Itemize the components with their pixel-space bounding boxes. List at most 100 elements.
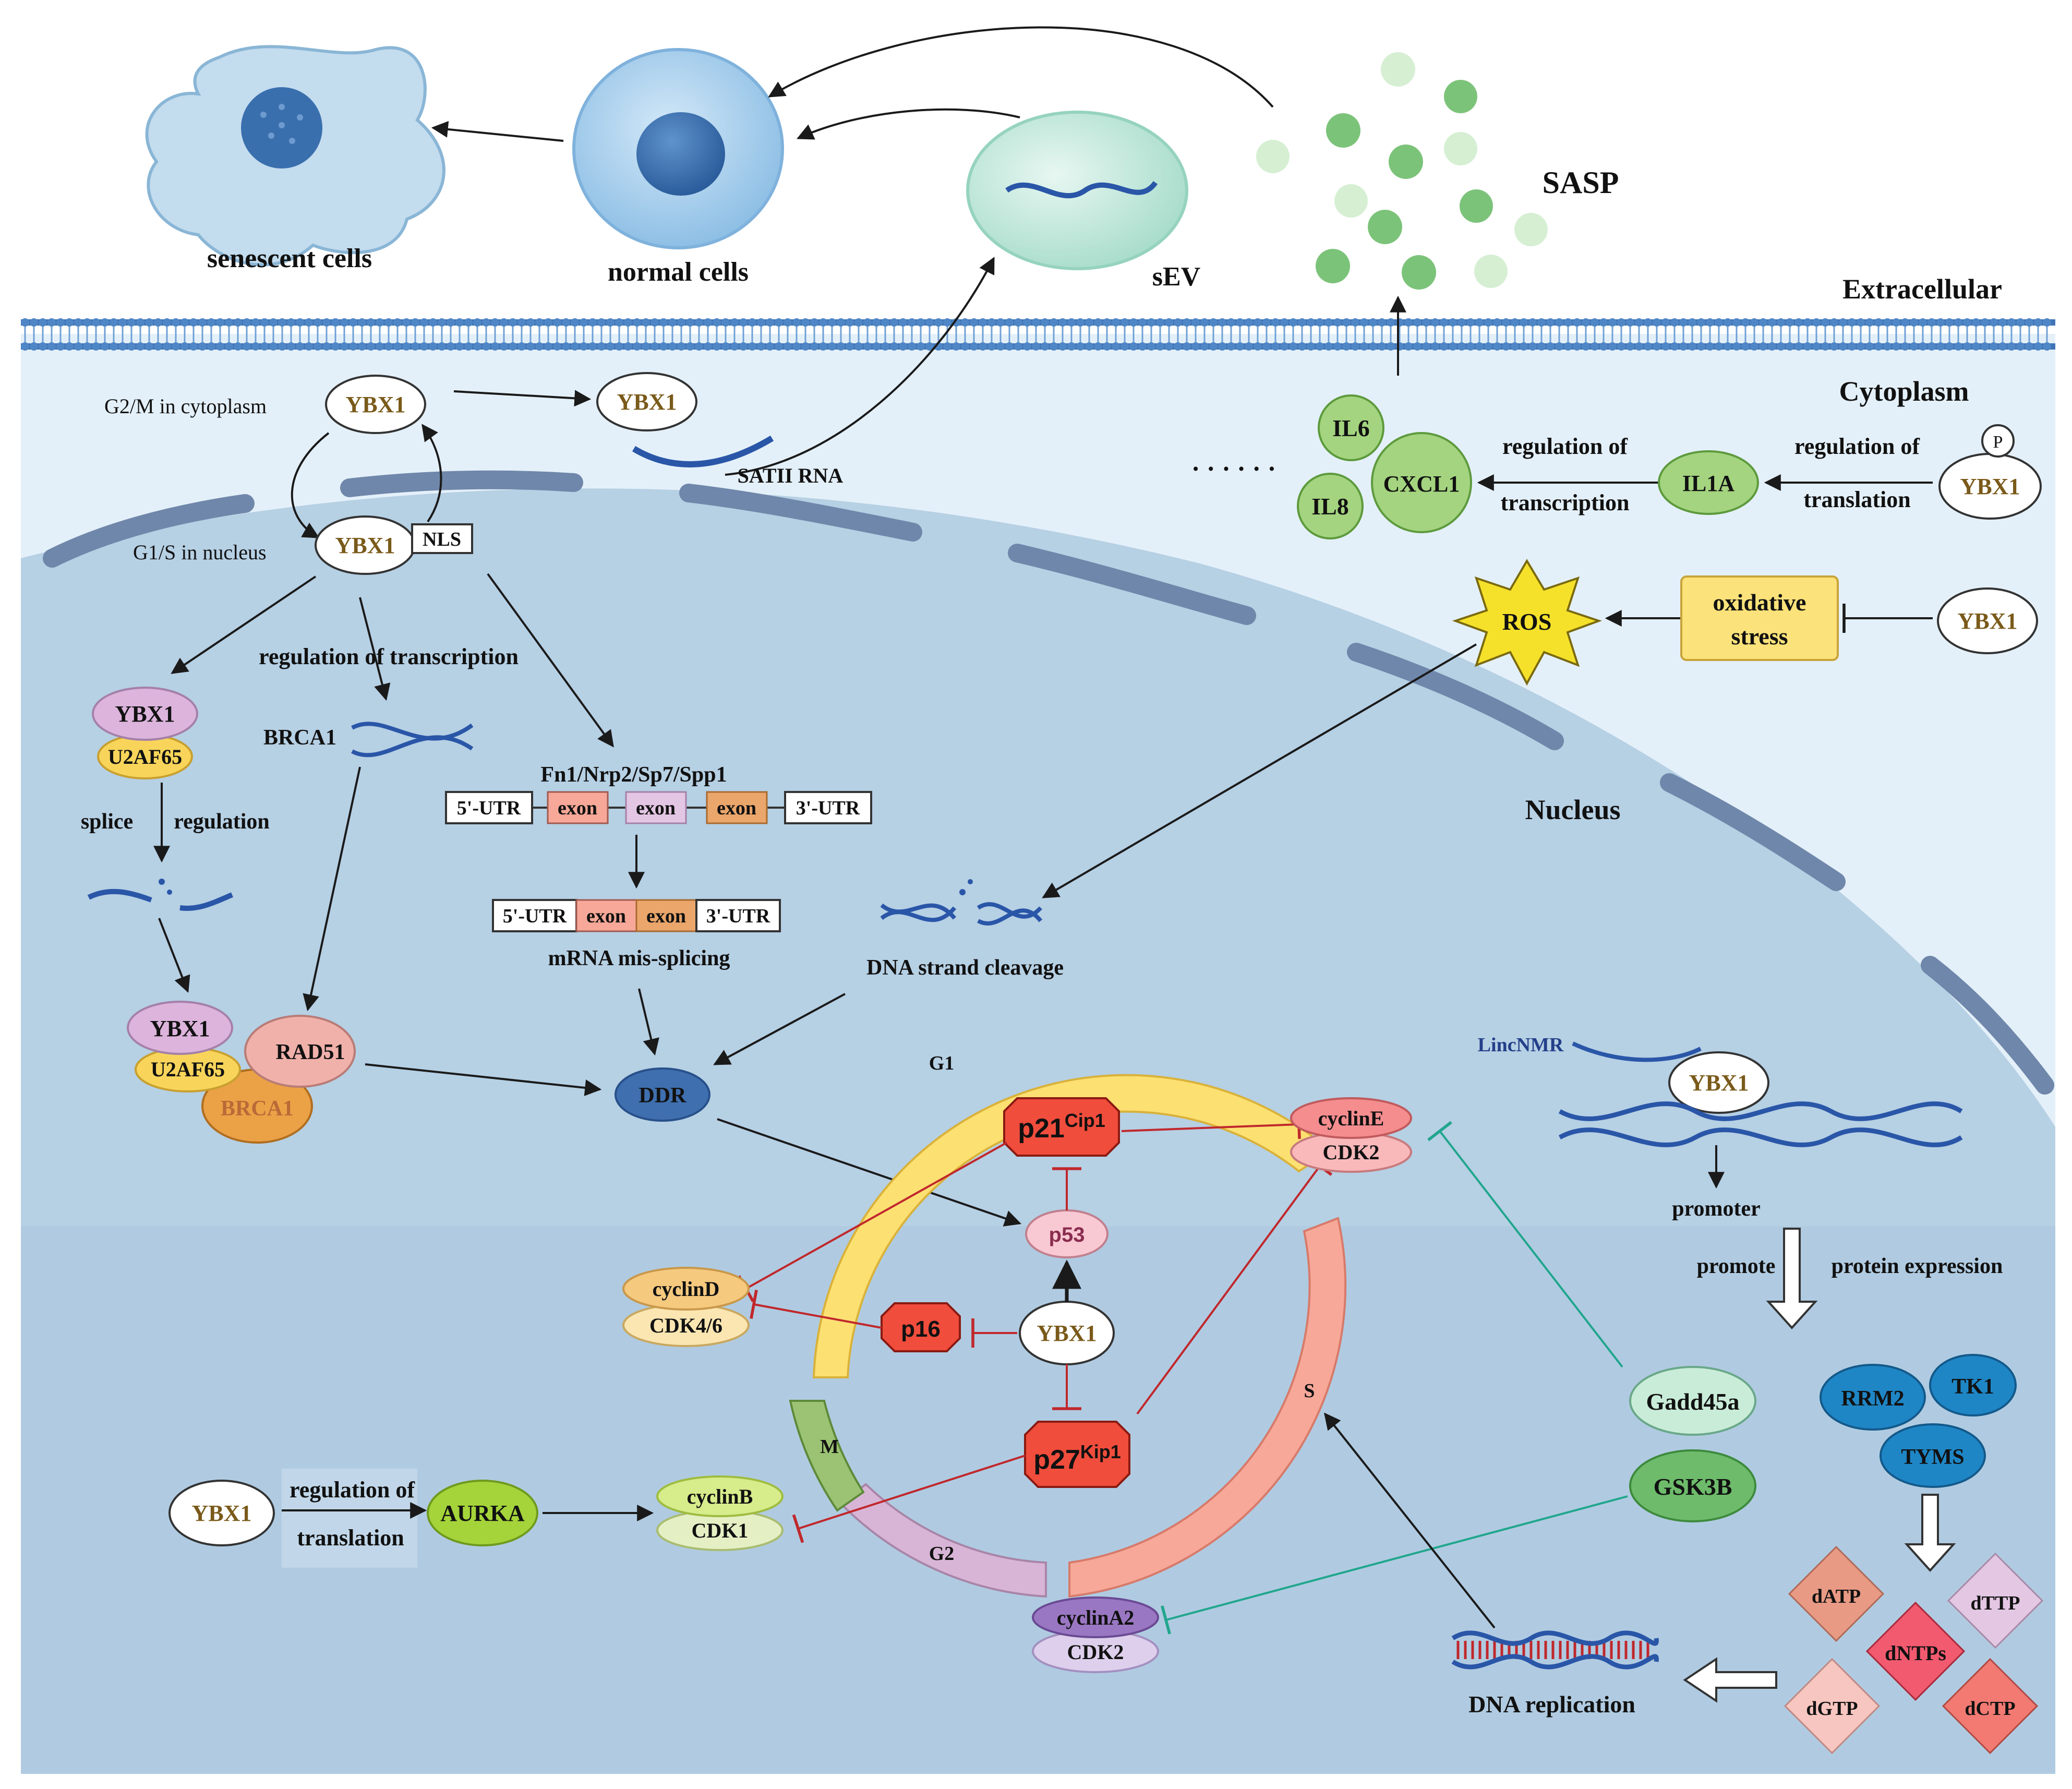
satii-label: SATII RNA [738,464,844,487]
lincnmr-label: LincNMR [1478,1034,1564,1056]
svg-text:DDR: DDR [639,1084,687,1108]
svg-text:exon: exon [636,797,676,819]
svg-text:cyclinA2: cyclinA2 [1057,1606,1135,1629]
missplicing-label: mRNA mis-splicing [548,946,730,970]
repair-complex: BRCA1 RAD51 U2AF65 YBX1 [127,1001,356,1144]
svg-text:GSK3B: GSK3B [1654,1473,1732,1500]
cyclinE-cdk2: CDK2 cyclinE [1290,1097,1412,1173]
svg-text:CDK1: CDK1 [692,1519,749,1542]
reg-transcription-2: transcription [1501,490,1630,515]
svg-text:3'-UTR: 3'-UTR [706,905,770,927]
arrow-ybx1-to-sev-ybx1 [453,390,592,407]
il6-node: IL6 [1318,394,1384,461]
svg-text:dCTP: dCTP [1965,1698,2015,1720]
m-arc [789,1400,865,1512]
svg-text:dGTP: dGTP [1806,1698,1858,1720]
broken-rna-icon [87,879,233,911]
ellipsis-dots: · · · · · · [1191,454,1276,483]
p21-node: p21Cip1 [1003,1097,1120,1157]
nucleus-lower-band [21,1226,2055,1774]
nls-tag: NLS [411,523,473,554]
aurka-translation-box [282,1469,417,1568]
svg-text:p16: p16 [901,1316,941,1342]
senescent-cells-label: senescent cells [207,244,372,273]
normal-cell [572,48,784,249]
dna-cleavage-label: DNA strand cleavage [866,956,1064,980]
dctp-diamond: dCTP [1942,1658,2039,1755]
ybx1-cycle-node: YBX1 [1019,1301,1115,1365]
ybx1-cytoplasm-node: YBX1 [325,375,426,434]
svg-text:cyclinB: cyclinB [687,1485,753,1508]
svg-text:p21Cip1: p21Cip1 [1018,1110,1105,1144]
pre-mrna-row: 5'-UTR exon exon exon 3'-UTR [445,791,872,824]
il8-node: IL8 [1297,473,1364,539]
aurka-reg-1: regulation of [290,1477,415,1503]
svg-text:YBX1: YBX1 [1689,1070,1749,1096]
cleaved-dna-icon [880,879,1043,926]
inhibit-gadd45a-cyclinE [1427,1121,1623,1368]
protein-expression-label: protein expression [1832,1254,2003,1278]
svg-text:U2AF65: U2AF65 [108,745,182,769]
svg-text:TYMS: TYMS [1901,1445,1964,1469]
tyms-node: TYMS [1880,1423,1986,1488]
svg-text:U2AF65: U2AF65 [151,1058,225,1081]
svg-text:YBX1: YBX1 [335,533,395,558]
dgtp-diamond: dGTP [1784,1658,1881,1755]
p53-node: p53 [1025,1209,1109,1258]
normal-cells-label: normal cells [608,257,749,287]
top-arrows [431,26,1406,476]
cyclinB-cdk1: CDK1 cyclinB [656,1475,784,1551]
g2-label: G2 [929,1543,955,1565]
g1-label: G1 [929,1052,955,1074]
svg-text:NLS: NLS [423,529,461,550]
phospho-badge [1981,424,2015,458]
ybx1-phospho-node: YBX1 P [1938,424,2042,520]
svg-text:5'-UTR: 5'-UTR [503,905,567,927]
svg-text:stress: stress [1731,623,1788,650]
replication-dna-icon [1451,1630,1659,1670]
svg-text:dATP: dATP [1812,1586,1861,1607]
cyclinD-cdk46: CDK4/6 cyclinD [622,1267,750,1347]
ddr-node: DDR [615,1067,710,1122]
cxcl1-node: CXCL1 [1371,432,1472,533]
svg-text:3'-UTR: 3'-UTR [796,797,860,819]
sev-vesicle [966,111,1188,270]
arrow-rna-to-complex [158,918,190,993]
svg-text:YBX1: YBX1 [1958,608,2018,634]
svg-text:IL8: IL8 [1311,493,1349,520]
hollow-arrow-down [1766,1228,1818,1329]
reg-translation-2: translation [1803,487,1910,512]
ybx1-sev-node: YBX1 [596,372,697,431]
promoter-dna-icon [1558,1101,1963,1147]
svg-text:exon: exon [646,905,686,927]
svg-text:YBX1: YBX1 [617,389,677,415]
svg-text:CDK2: CDK2 [1067,1640,1124,1664]
hollow-arrow-left [1683,1657,1777,1703]
svg-text:CXCL1: CXCL1 [1383,471,1460,497]
ybx1-aurka-node: YBX1 [168,1480,275,1546]
svg-text:YBX1: YBX1 [192,1500,252,1526]
p27-node: p27Kip1 [1024,1421,1130,1488]
ybx1-nucleus-node: YBX1 [315,515,416,575]
arrow-cyto-to-nucleus [291,432,330,538]
nucleus-branch-arrows [171,573,614,748]
g1s-label: G1/S in nucleus [133,541,267,564]
arrow-ros-to-cleavage [1042,643,1477,898]
regulation-label: regulation [174,810,270,834]
svg-text:oxidative: oxidative [1713,589,1806,616]
ybx1-oxidative-node: YBX1 [1937,587,2038,654]
svg-text:p53: p53 [1049,1223,1085,1246]
arrow-nucleus-to-cyto [421,424,442,523]
reg-translation-1: regulation of [1794,434,1920,459]
brca1-dna-icon [351,722,474,758]
svg-text:YBX1: YBX1 [150,1016,210,1041]
svg-text:cyclinD: cyclinD [653,1277,720,1301]
sasp-particles [1256,52,1548,290]
m-label: M [820,1436,839,1458]
p16-node: p16 [881,1302,961,1352]
svg-text:cyclinE: cyclinE [1318,1107,1384,1130]
cytoplasm-label: Cytoplasm [1839,376,1969,407]
splice-label: splice [81,810,133,834]
s-label: S [1304,1380,1315,1402]
